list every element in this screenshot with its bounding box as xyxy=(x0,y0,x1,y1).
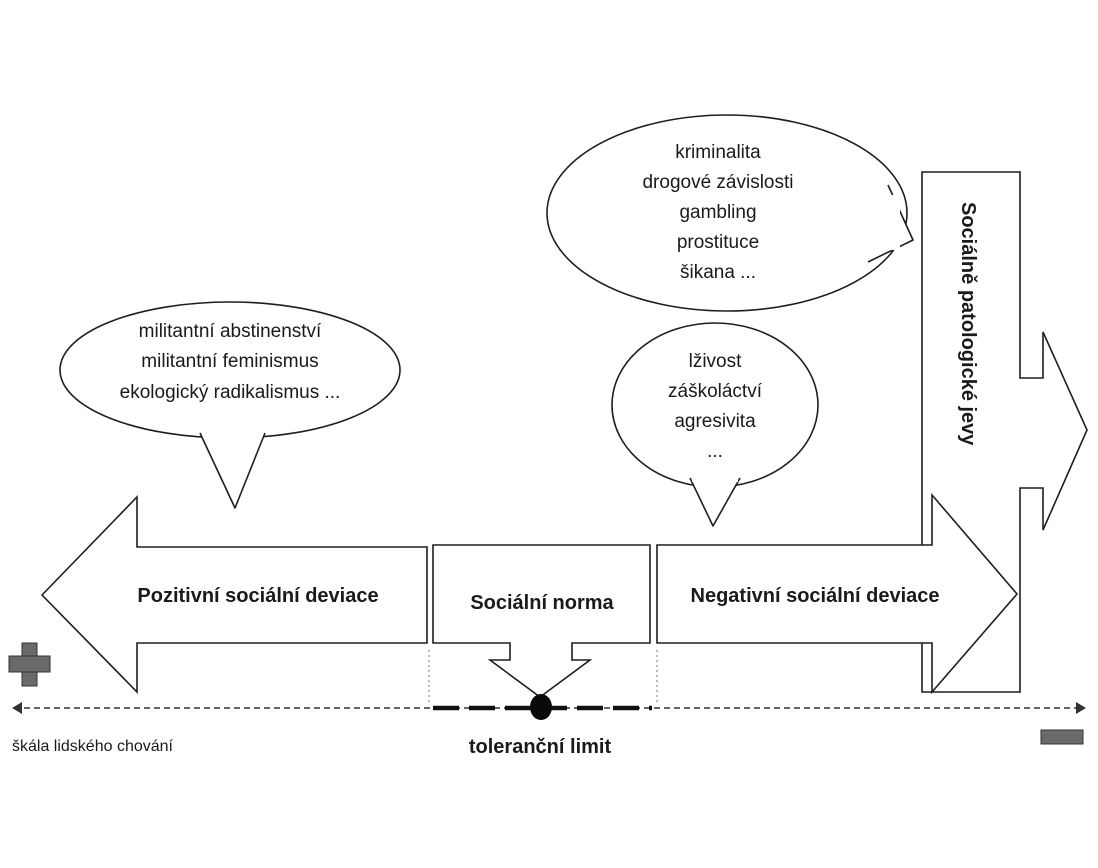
arrow-negative: Negativní sociální deviace xyxy=(656,492,1019,695)
bubble-positive-line-1: militantní abstinenství xyxy=(139,321,322,342)
bubble-negative-line-1: lživost xyxy=(689,351,743,372)
bubble-pathologic-line-4: prostituce xyxy=(677,232,759,253)
bubble-negative-line-4: ... xyxy=(707,441,723,462)
scale-label: škála lidského chování xyxy=(12,738,174,755)
bubble-pathologic-line-3: gambling xyxy=(679,202,756,223)
arrow-positive: Pozitivní sociální deviace xyxy=(40,495,428,694)
arrow-norm: Sociální norma xyxy=(432,544,651,698)
arrow-positive-label: Pozitivní sociální deviace xyxy=(137,585,378,607)
bubble-pathologic-line-1: kriminalita xyxy=(675,142,761,163)
bubble-positive-line-2: militantní feminismus xyxy=(141,351,318,372)
tolerance-limit-label: toleranční limit xyxy=(469,736,612,758)
arrow-norm-label: Sociální norma xyxy=(470,592,614,614)
bubble-pathologic: kriminalita drogové závislosti gambling … xyxy=(546,114,914,312)
minus-sign-icon xyxy=(1040,729,1084,745)
arrow-negative-label: Negativní sociální deviace xyxy=(691,585,940,607)
arrow-pathologic-label: Sociálně patologické jevy xyxy=(957,202,979,446)
bubble-negative-line-2: záškoláctví xyxy=(668,381,763,402)
bubble-positive-line-3: ekologický radikalismus ... xyxy=(120,382,341,403)
tolerance-limit-marker xyxy=(433,694,652,720)
bubble-pathologic-line-2: drogové závislosti xyxy=(642,172,793,193)
bubble-pathologic-line-5: šikana ... xyxy=(680,262,756,283)
bubble-positive: militantní abstinenství militantní femin… xyxy=(59,301,401,509)
bubble-negative-line-3: agresivita xyxy=(674,411,756,432)
plus-sign-icon xyxy=(8,642,51,687)
bubble-negative: lživost záškoláctví agresivita ... xyxy=(611,322,819,527)
